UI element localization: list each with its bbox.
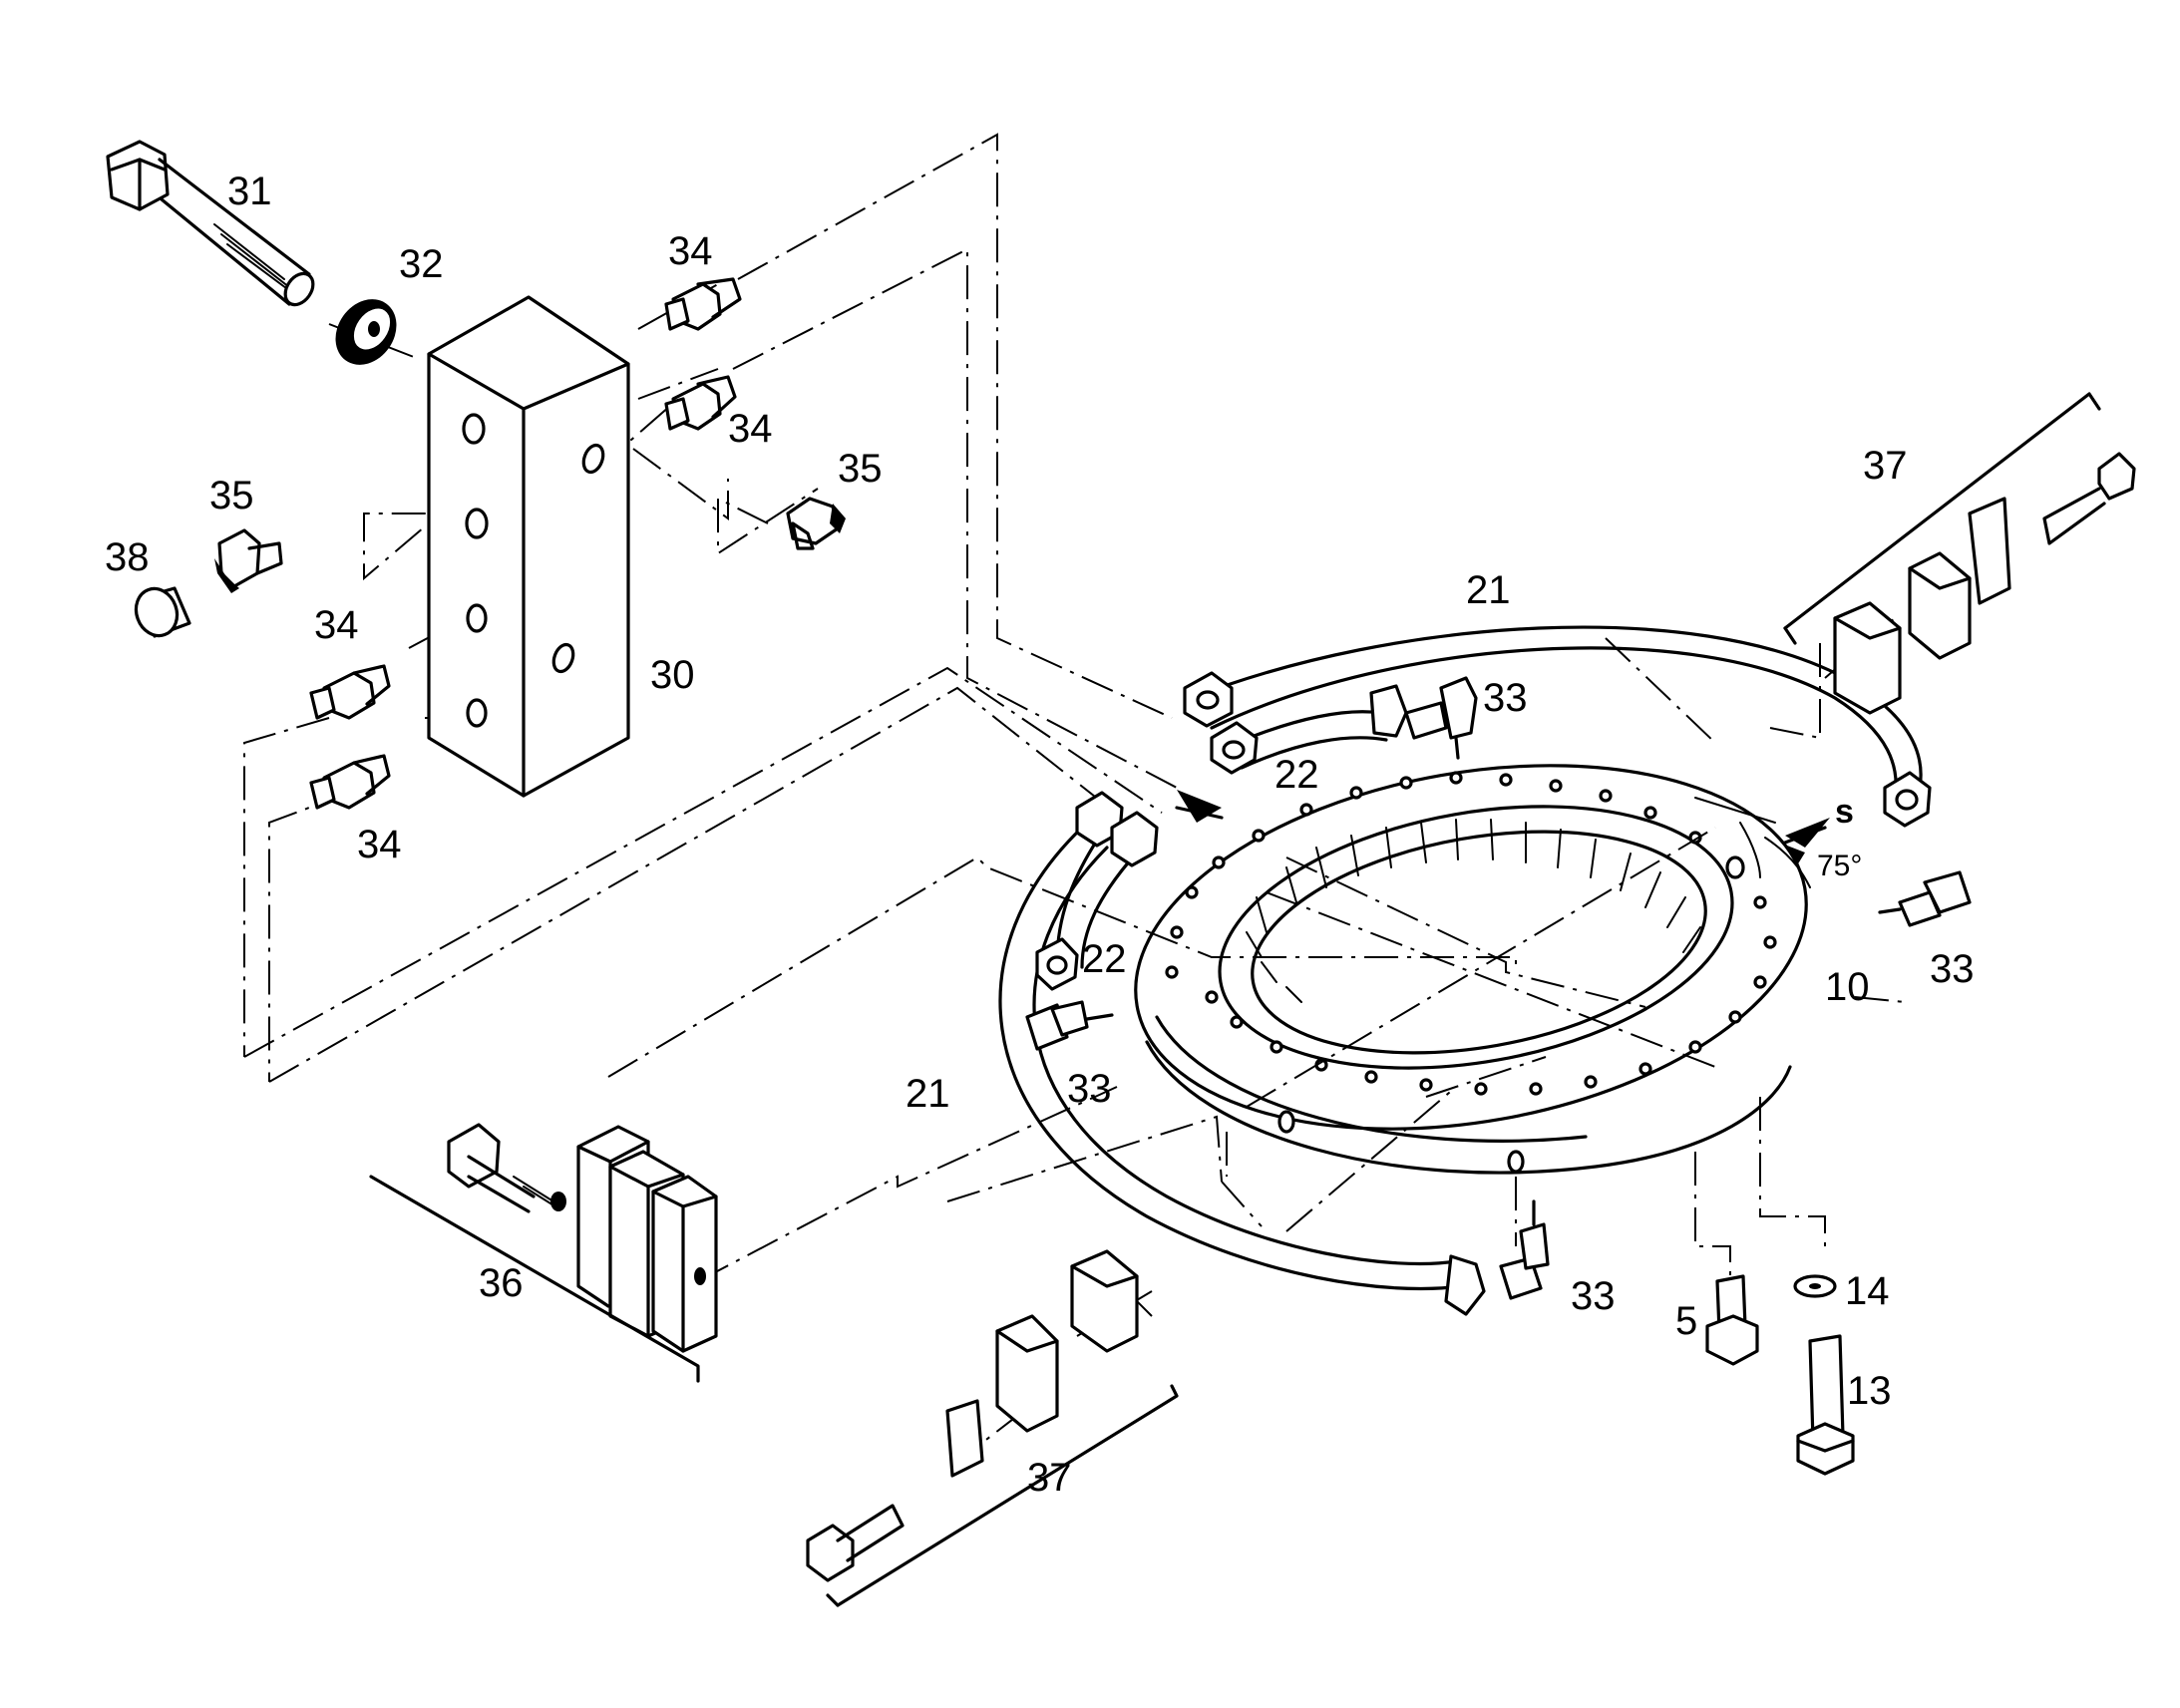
s-marker-label: s (1835, 793, 1854, 831)
s-angle-marker (1694, 797, 1830, 888)
hose-end-nuts (1035, 671, 1932, 1316)
nipple-34-a (664, 277, 742, 331)
part-labels: 31 32 34 34 35 35 38 34 30 34 21 33 22 3… (105, 170, 1975, 1500)
label-21-lower: 21 (906, 1072, 950, 1116)
label-33-left: 33 (1067, 1067, 1112, 1111)
slewing-ring-10 (1134, 764, 1808, 1175)
hose-22-upper (1235, 710, 1388, 770)
bolt-31 (106, 140, 315, 307)
label-34-c: 34 (314, 603, 359, 647)
plug-35-right (786, 497, 846, 550)
label-32: 32 (399, 242, 444, 286)
distributor-block-30 (427, 295, 630, 798)
label-10: 10 (1825, 965, 1870, 1009)
label-22-upper: 22 (1274, 753, 1319, 797)
label-33-right: 33 (1930, 947, 1975, 991)
label-5: 5 (1675, 1299, 1697, 1343)
assembly-lines (243, 133, 1906, 1467)
nipple-34-c (309, 664, 391, 720)
bolt-13 (1796, 1334, 1855, 1476)
label-38: 38 (105, 535, 150, 579)
nipple-34-b (664, 375, 737, 431)
label-37-right: 37 (1863, 444, 1908, 488)
cap-38 (134, 586, 191, 638)
label-37-left: 37 (1027, 1456, 1072, 1500)
label-21-upper: 21 (1466, 568, 1511, 612)
label-13: 13 (1847, 1369, 1892, 1413)
label-35-right: 35 (838, 447, 883, 491)
angle-label: 75° (1817, 850, 1862, 882)
hose-21-upper (1190, 625, 1923, 800)
washer-32 (335, 299, 397, 365)
washer-14 (1793, 1274, 1837, 1298)
label-35-left: 35 (209, 474, 254, 517)
plug-35-left (214, 528, 283, 593)
label-31: 31 (227, 170, 272, 213)
clamp-37-right (1783, 392, 2136, 715)
label-33-top: 33 (1483, 676, 1528, 720)
label-36: 36 (479, 1261, 524, 1305)
label-14: 14 (1845, 1269, 1890, 1313)
clamp-36 (369, 1123, 718, 1383)
label-34-a: 34 (668, 229, 713, 273)
clamp-37-left (806, 1249, 1179, 1607)
label-30: 30 (650, 653, 695, 697)
label-22-left: 22 (1082, 937, 1127, 981)
elbow-33-bottom (1499, 1199, 1550, 1300)
elbow-33-left (1025, 1000, 1114, 1051)
label-33-bottom: 33 (1571, 1274, 1616, 1318)
elbow-33-right (1878, 870, 1972, 927)
bolt-5 (1705, 1274, 1759, 1366)
label-34-d: 34 (357, 823, 402, 866)
ring-bolt-holes (1165, 771, 1777, 1096)
nipple-34-d (309, 754, 391, 810)
elbow-33-top (1404, 676, 1478, 760)
label-34-b: 34 (728, 407, 773, 451)
